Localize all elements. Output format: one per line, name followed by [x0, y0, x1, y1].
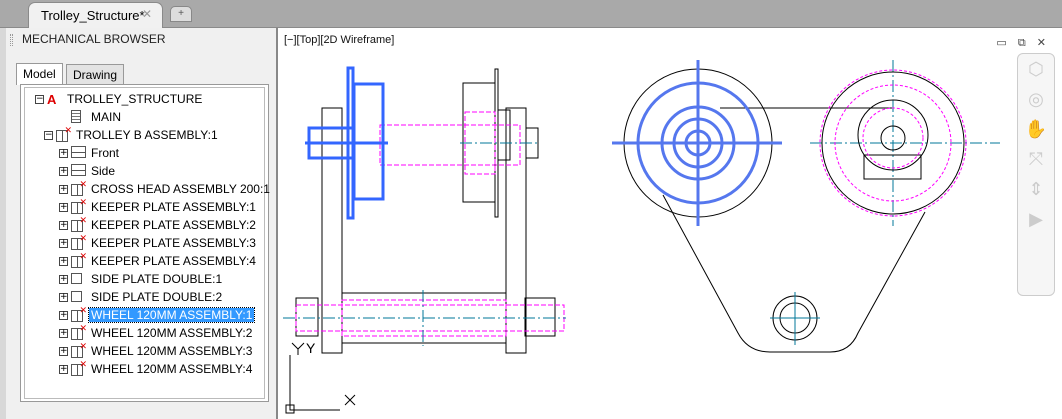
- tree-item[interactable]: + SIDE PLATE DOUBLE:1: [59, 270, 224, 288]
- expand-toggle-icon[interactable]: −: [35, 93, 44, 104]
- tree-item[interactable]: + Front: [59, 144, 121, 162]
- expand-toggle-icon[interactable]: +: [59, 327, 68, 338]
- tree-item-label: KEEPER PLATE ASSEMBLY:4: [91, 254, 256, 268]
- assembly-icon: ✕: [71, 233, 87, 250]
- tree-item[interactable]: MAIN: [59, 108, 123, 126]
- expand-toggle-icon[interactable]: +: [59, 309, 68, 320]
- selected-wheel: [305, 66, 388, 220]
- tree-item[interactable]: +✕ WHEEL 120MM ASSEMBLY:3: [59, 341, 254, 360]
- top-view: [623, 68, 965, 353]
- expand-toggle-icon[interactable]: +: [59, 219, 68, 230]
- assembly-icon: ✕: [56, 125, 72, 142]
- expand-toggle-icon[interactable]: +: [59, 273, 68, 284]
- tree-item-label: WHEEL 120MM ASSEMBLY:2: [91, 326, 253, 340]
- expand-toggle-icon[interactable]: +: [59, 363, 68, 374]
- expand-toggle-icon[interactable]: +: [59, 183, 68, 194]
- tree-item-label: MAIN: [91, 110, 121, 124]
- orbit-icon[interactable]: ⇕: [1028, 179, 1044, 199]
- tree-item[interactable]: −✕ TROLLEY B ASSEMBLY:1: [44, 125, 220, 144]
- tree-item-label: Side: [91, 164, 116, 178]
- assembly-icon: ✕: [71, 341, 87, 358]
- part-icon: [71, 272, 87, 286]
- hidden-lines: [295, 111, 565, 337]
- center-lines: [283, 60, 1000, 346]
- tree-item[interactable]: +✕ WHEEL 120MM ASSEMBLY:4: [59, 359, 254, 378]
- ucs-y-label: Y: [306, 340, 316, 356]
- tree-item[interactable]: + Side: [59, 162, 117, 180]
- tab-model[interactable]: Model: [16, 63, 63, 85]
- expand-toggle-icon[interactable]: +: [59, 291, 68, 302]
- tree-item-label: WHEEL 120MM ASSEMBLY:4: [91, 362, 253, 376]
- drawing-viewport[interactable]: [−][Top][2D Wireframe] ▭ ⧉ ✕: [278, 28, 1062, 419]
- viewport-controls-label[interactable]: [−][Top][2D Wireframe]: [284, 34, 395, 46]
- document-tab[interactable]: Trolley_Structure* ✕: [28, 2, 163, 28]
- tree-item[interactable]: +✕ KEEPER PLATE ASSEMBLY:1: [59, 197, 258, 216]
- view-icon: [71, 164, 87, 178]
- top-hidden: [819, 69, 967, 217]
- tree-item-label: KEEPER PLATE ASSEMBLY:1: [91, 200, 256, 214]
- tree-item[interactable]: +✕ WHEEL 120MM ASSEMBLY:2: [59, 323, 254, 342]
- assembly-icon: ✕: [71, 215, 87, 232]
- tree-item[interactable]: +✕ KEEPER PLATE ASSEMBLY:3: [59, 233, 258, 252]
- close-tab-icon[interactable]: ✕: [141, 7, 152, 21]
- tree-item-label: TROLLEY B ASSEMBLY:1: [76, 128, 218, 142]
- part-icon: [71, 290, 87, 304]
- cad-drawing: Y X: [283, 60, 1000, 414]
- expand-toggle-icon[interactable]: −: [44, 129, 53, 140]
- assembly-icon: ✕: [71, 323, 87, 340]
- zoom-extents-icon[interactable]: ⤧: [1028, 149, 1044, 169]
- panel-title: MECHANICAL BROWSER: [22, 32, 166, 46]
- tree-item[interactable]: +✕ KEEPER PLATE ASSEMBLY:4: [59, 251, 258, 270]
- tree-item-label: WHEEL 120MM ASSEMBLY:1: [87, 307, 256, 323]
- expand-toggle-icon[interactable]: +: [59, 165, 68, 176]
- steering-wheel-icon[interactable]: ◎: [1028, 89, 1044, 109]
- drawing-root-icon: A: [47, 92, 57, 107]
- tree-item[interactable]: + SIDE PLATE DOUBLE:2: [59, 288, 224, 306]
- showmotion-icon[interactable]: ▶: [1029, 209, 1043, 229]
- document-tab-label: Trolley_Structure*: [41, 8, 145, 23]
- document-tab-bar: Trolley_Structure* ✕ +: [0, 0, 1062, 28]
- view-icon: [71, 146, 87, 160]
- pan-hand-icon[interactable]: ✋: [1024, 119, 1048, 139]
- tab-drawing[interactable]: Drawing: [66, 64, 125, 85]
- side-view: [295, 68, 556, 354]
- selected-wheel-top: [612, 60, 782, 226]
- tree-item-label: WHEEL 120MM ASSEMBLY:3: [91, 344, 253, 358]
- tree-item[interactable]: +✕WHEEL 120MM ASSEMBLY:1: [59, 305, 256, 324]
- assembly-icon: ✕: [71, 197, 87, 214]
- expand-toggle-icon[interactable]: +: [59, 147, 68, 158]
- expand-toggle-icon[interactable]: +: [59, 255, 68, 266]
- tree-item-label: TROLLEY_STRUCTURE: [67, 92, 203, 106]
- panel-grip[interactable]: [10, 34, 13, 46]
- tree-item-label: KEEPER PLATE ASSEMBLY:3: [91, 236, 256, 250]
- expand-toggle-icon[interactable]: +: [59, 345, 68, 356]
- new-tab-button[interactable]: +: [170, 6, 192, 22]
- tree-item-label: SIDE PLATE DOUBLE:1: [91, 272, 223, 286]
- expand-toggle-icon[interactable]: +: [59, 201, 68, 212]
- assembly-icon: ✕: [71, 179, 87, 196]
- expand-toggle-icon[interactable]: +: [59, 237, 68, 248]
- assembly-icon: ✕: [71, 305, 87, 322]
- tree-item[interactable]: −A TROLLEY_STRUCTURE: [35, 90, 204, 108]
- tree-item-label: CROSS HEAD ASSEMBLY 200:1: [91, 182, 270, 196]
- viewcube-icon[interactable]: ⬡: [1028, 59, 1044, 79]
- assembly-icon: ✕: [71, 359, 87, 376]
- tree-item-label: Front: [91, 146, 120, 160]
- ucs-icon: [285, 342, 356, 414]
- tree-item-label: KEEPER PLATE ASSEMBLY:2: [91, 218, 256, 232]
- layout-icon: [71, 110, 87, 124]
- assembly-icon: ✕: [71, 251, 87, 268]
- tree-item[interactable]: +✕ CROSS HEAD ASSEMBLY 200:1: [59, 179, 272, 198]
- tree-item[interactable]: +✕ KEEPER PLATE ASSEMBLY:2: [59, 215, 258, 234]
- viewport-window-controls[interactable]: ▭ ⧉ ✕: [996, 37, 1050, 49]
- navigation-bar: ⬡ ◎ ✋ ⤧ ⇕ ▶: [1017, 53, 1055, 296]
- tree-item-label: SIDE PLATE DOUBLE:2: [91, 290, 223, 304]
